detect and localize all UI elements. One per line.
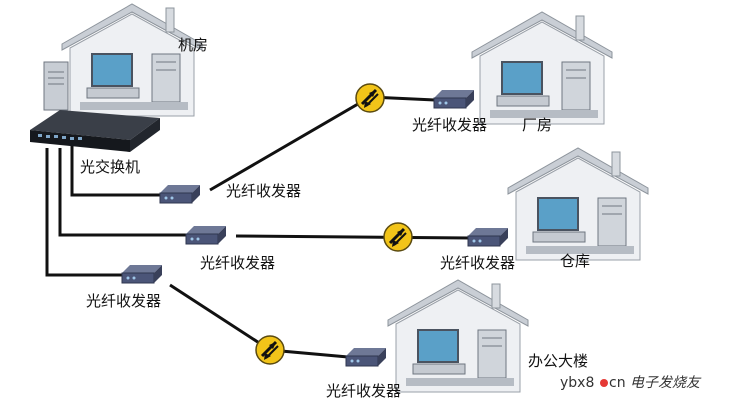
house-machine-room	[61, 3, 203, 117]
watermark-brand: 电子发烧友	[630, 375, 702, 391]
cable-to-factory-fiber	[209, 95, 436, 192]
transceiver-icon	[159, 184, 201, 204]
cable-to-warehouse-fiber	[235, 234, 471, 240]
transceiver-icon	[433, 89, 475, 109]
watermark-dot-icon	[600, 379, 608, 387]
cable-to-office	[45, 148, 122, 277]
server-tower-icon	[43, 61, 69, 111]
watermark: ybx8 cn 电子发烧友	[560, 375, 702, 391]
watermark-site: ybx8	[560, 375, 594, 391]
fiber-connector-icon	[382, 221, 414, 253]
label-transceiver: 光纤收发器	[440, 254, 515, 272]
house-office	[387, 279, 529, 393]
label-warehouse: 仓库	[560, 252, 590, 270]
transceiver-icon	[185, 225, 227, 245]
cable-to-factory	[70, 145, 160, 197]
label-factory: 厂房	[522, 116, 552, 134]
label-office: 办公大楼	[528, 352, 588, 370]
label-transceiver: 光纤收发器	[412, 116, 487, 134]
transceiver-icon	[345, 347, 387, 367]
label-optical-switch: 光交换机	[80, 158, 140, 176]
label-transceiver: 光纤收发器	[200, 254, 275, 272]
watermark-cn: cn	[609, 375, 626, 391]
fiber-connector-icon	[254, 334, 286, 366]
label-transceiver: 光纤收发器	[86, 292, 161, 310]
optical-switch-icon	[30, 110, 160, 152]
house-factory	[471, 11, 613, 125]
label-transceiver: 光纤收发器	[226, 182, 301, 200]
fiber-connector-icon	[354, 82, 386, 114]
transceiver-icon	[121, 264, 163, 284]
house-warehouse	[507, 147, 649, 261]
transceiver-icon	[467, 227, 509, 247]
cable-to-warehouse	[58, 148, 186, 237]
label-machine-room: 机房	[178, 36, 208, 54]
label-transceiver: 光纤收发器	[326, 382, 401, 400]
